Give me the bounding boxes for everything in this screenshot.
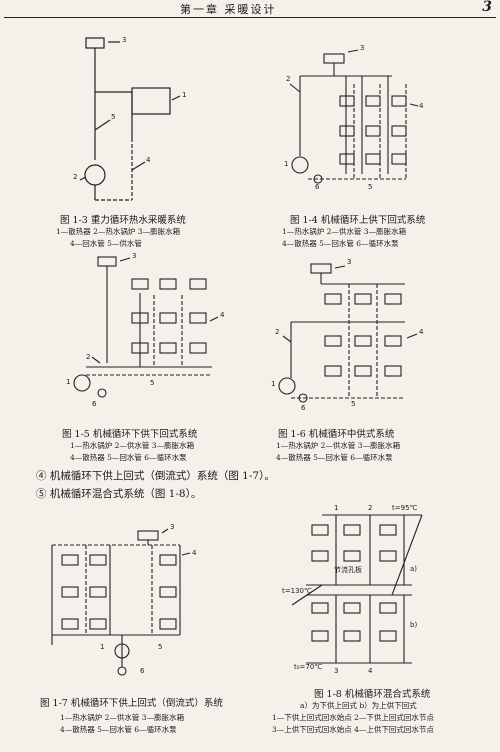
fig13-label-4: 4	[146, 156, 151, 164]
figure-1-4-caption: 图 1-4 机械循环上供下回式系统	[290, 215, 426, 226]
figure-1-4-legend: 1—热水锅炉 2—供水管 3—膨胀水箱 4—散热器 5—回水管 6—循环水泵	[282, 226, 406, 250]
figure-1-7-caption: 图 1-7 机械循环下供上回式（倒流式）系统	[40, 698, 223, 709]
fig15-label-6: 6	[92, 400, 97, 408]
fig15-label-1: 1	[66, 378, 71, 386]
chapter-title: 第一章 采暖设计	[180, 3, 277, 16]
figure-1-8-caption: 图 1-8 机械循环混合式系统	[314, 689, 431, 700]
figure-1-7-legend: 1—热水锅炉 2—供水管 3—膨胀水箱 4—散热器 5—回水管 6—循环水泵	[60, 712, 184, 736]
legend-line: 1—热水锅炉 2—供水管 3—膨胀水箱	[276, 441, 401, 450]
legend-line: 1—散热器 2—热水锅炉 3—膨胀水箱	[56, 227, 181, 236]
fig17-label-5: 5	[158, 643, 163, 651]
fig18-label-orifice: 节流孔板	[334, 566, 362, 574]
fig13-label-3: 3	[122, 36, 127, 44]
fig13-label-1: 1	[182, 91, 187, 99]
figure-1-6-legend: 1—热水锅炉 2—供水管 3—膨胀水箱 4—散热器 5—回水管 6—循环水泵	[276, 440, 400, 464]
page-number: 3	[482, 0, 492, 15]
legend-line: 4—散热器 5—回水管 6—循环水泵	[276, 453, 393, 462]
figure-1-5-caption: 图 1-5 机械循环下供下回式系统	[62, 429, 198, 440]
fig15-label-3: 3	[132, 252, 137, 260]
figure-1-6-diagram: 3 4 2 1 5 6	[265, 258, 445, 412]
fig18-label-n2: 2	[368, 504, 373, 512]
body-item-5: ⑤ 机械循环混合式系统（图 1-8）。	[36, 488, 202, 500]
legend-line: 4—散热器 5—回水管 6—循环水泵	[70, 453, 187, 462]
fig17-label-1: 1	[100, 643, 105, 651]
figure-1-6-caption: 图 1-6 机械循环中供式系统	[278, 429, 395, 440]
legend-line: 3—上供下回式回水始点 4—上供下回式回水节点	[272, 725, 434, 734]
fig17-label-4: 4	[192, 549, 197, 557]
fig16-label-3: 3	[347, 258, 352, 266]
legend-line: 1—热水锅炉 2—供水管 3—膨胀水箱	[60, 713, 185, 722]
fig15-label-5: 5	[150, 379, 155, 387]
fig13-label-2: 2	[73, 173, 78, 181]
figure-1-8-diagram: 1 2 t=95℃ 节流孔板 a) t=130℃ b) t₀=70℃ 3 4	[282, 504, 442, 680]
figure-1-5-diagram: 3 4 2 1 5 6	[62, 252, 242, 415]
page-header: 第一章 采暖设计 3	[0, 0, 500, 18]
fig18-label-a: a)	[410, 565, 418, 573]
fig18-label-n3: 3	[334, 667, 339, 675]
fig17-label-3: 3	[170, 523, 175, 531]
figure-1-3-caption: 图 1-3 重力循环热水采暖系统	[60, 215, 186, 226]
fig16-label-5: 5	[351, 400, 356, 408]
fig18-label-n1: 1	[334, 504, 339, 512]
legend-line: 4—散热器 5—回水管 6—循环水泵	[282, 239, 399, 248]
legend-line: 1—下供上回式回水始点 2—下供上回式回水节点	[272, 713, 434, 722]
fig16-label-1: 1	[271, 380, 276, 388]
figure-1-8-legend: a）为下供上回式 b）为上供下回式 1—下供上回式回水始点 2—下供上回式回水节…	[272, 700, 434, 736]
fig16-label-6: 6	[301, 404, 306, 412]
fig14-label-5: 5	[368, 183, 373, 191]
fig14-label-6: 6	[315, 183, 320, 191]
legend-line: 1—热水锅炉 2—供水管 3—膨胀水箱	[70, 441, 195, 450]
fig17-label-6: 6	[140, 667, 145, 675]
body-item-4: ④ 机械循环下供上回式（倒流式）系统（图 1-7）。	[36, 470, 275, 482]
figure-1-3-legend: 1—散热器 2—热水锅炉 3—膨胀水箱 4—回水管 5—供水管	[56, 226, 180, 250]
fig18-label-t3: t₀=70℃	[294, 663, 323, 671]
fig18-label-t2: t=130℃	[282, 587, 312, 595]
figure-1-4-diagram: 3 2 4 1 6 5	[282, 44, 432, 194]
legend-line: 4—回水管 5—供水管	[70, 239, 142, 248]
fig18-label-b: b)	[410, 621, 418, 629]
fig16-label-4: 4	[419, 328, 424, 336]
fig13-label-5: 5	[111, 113, 116, 121]
legend-line: 1—热水锅炉 2—供水管 3—膨胀水箱	[282, 227, 407, 236]
fig16-label-2: 2	[275, 328, 280, 336]
fig15-label-4: 4	[220, 311, 225, 319]
fig14-label-2: 2	[286, 75, 291, 83]
fig14-label-4: 4	[419, 102, 424, 110]
fig18-label-t1: t=95℃	[392, 504, 418, 512]
fig14-label-1: 1	[284, 160, 289, 168]
header-rule	[4, 17, 496, 18]
legend-line: a）为下供上回式 b）为上供下回式	[300, 701, 417, 710]
figure-1-3-diagram: 3 1 5 4 2	[50, 30, 220, 205]
fig18-label-n4: 4	[368, 667, 373, 675]
fig15-label-2: 2	[86, 353, 91, 361]
legend-line: 4—散热器 5—回水管 6—循环水泵	[60, 725, 177, 734]
fig14-label-3: 3	[360, 44, 365, 52]
figure-1-7-diagram: 3 4 5 1 6	[40, 523, 220, 685]
figure-1-5-legend: 1—热水锅炉 2—供水管 3—膨胀水箱 4—散热器 5—回水管 6—循环水泵	[70, 440, 194, 464]
